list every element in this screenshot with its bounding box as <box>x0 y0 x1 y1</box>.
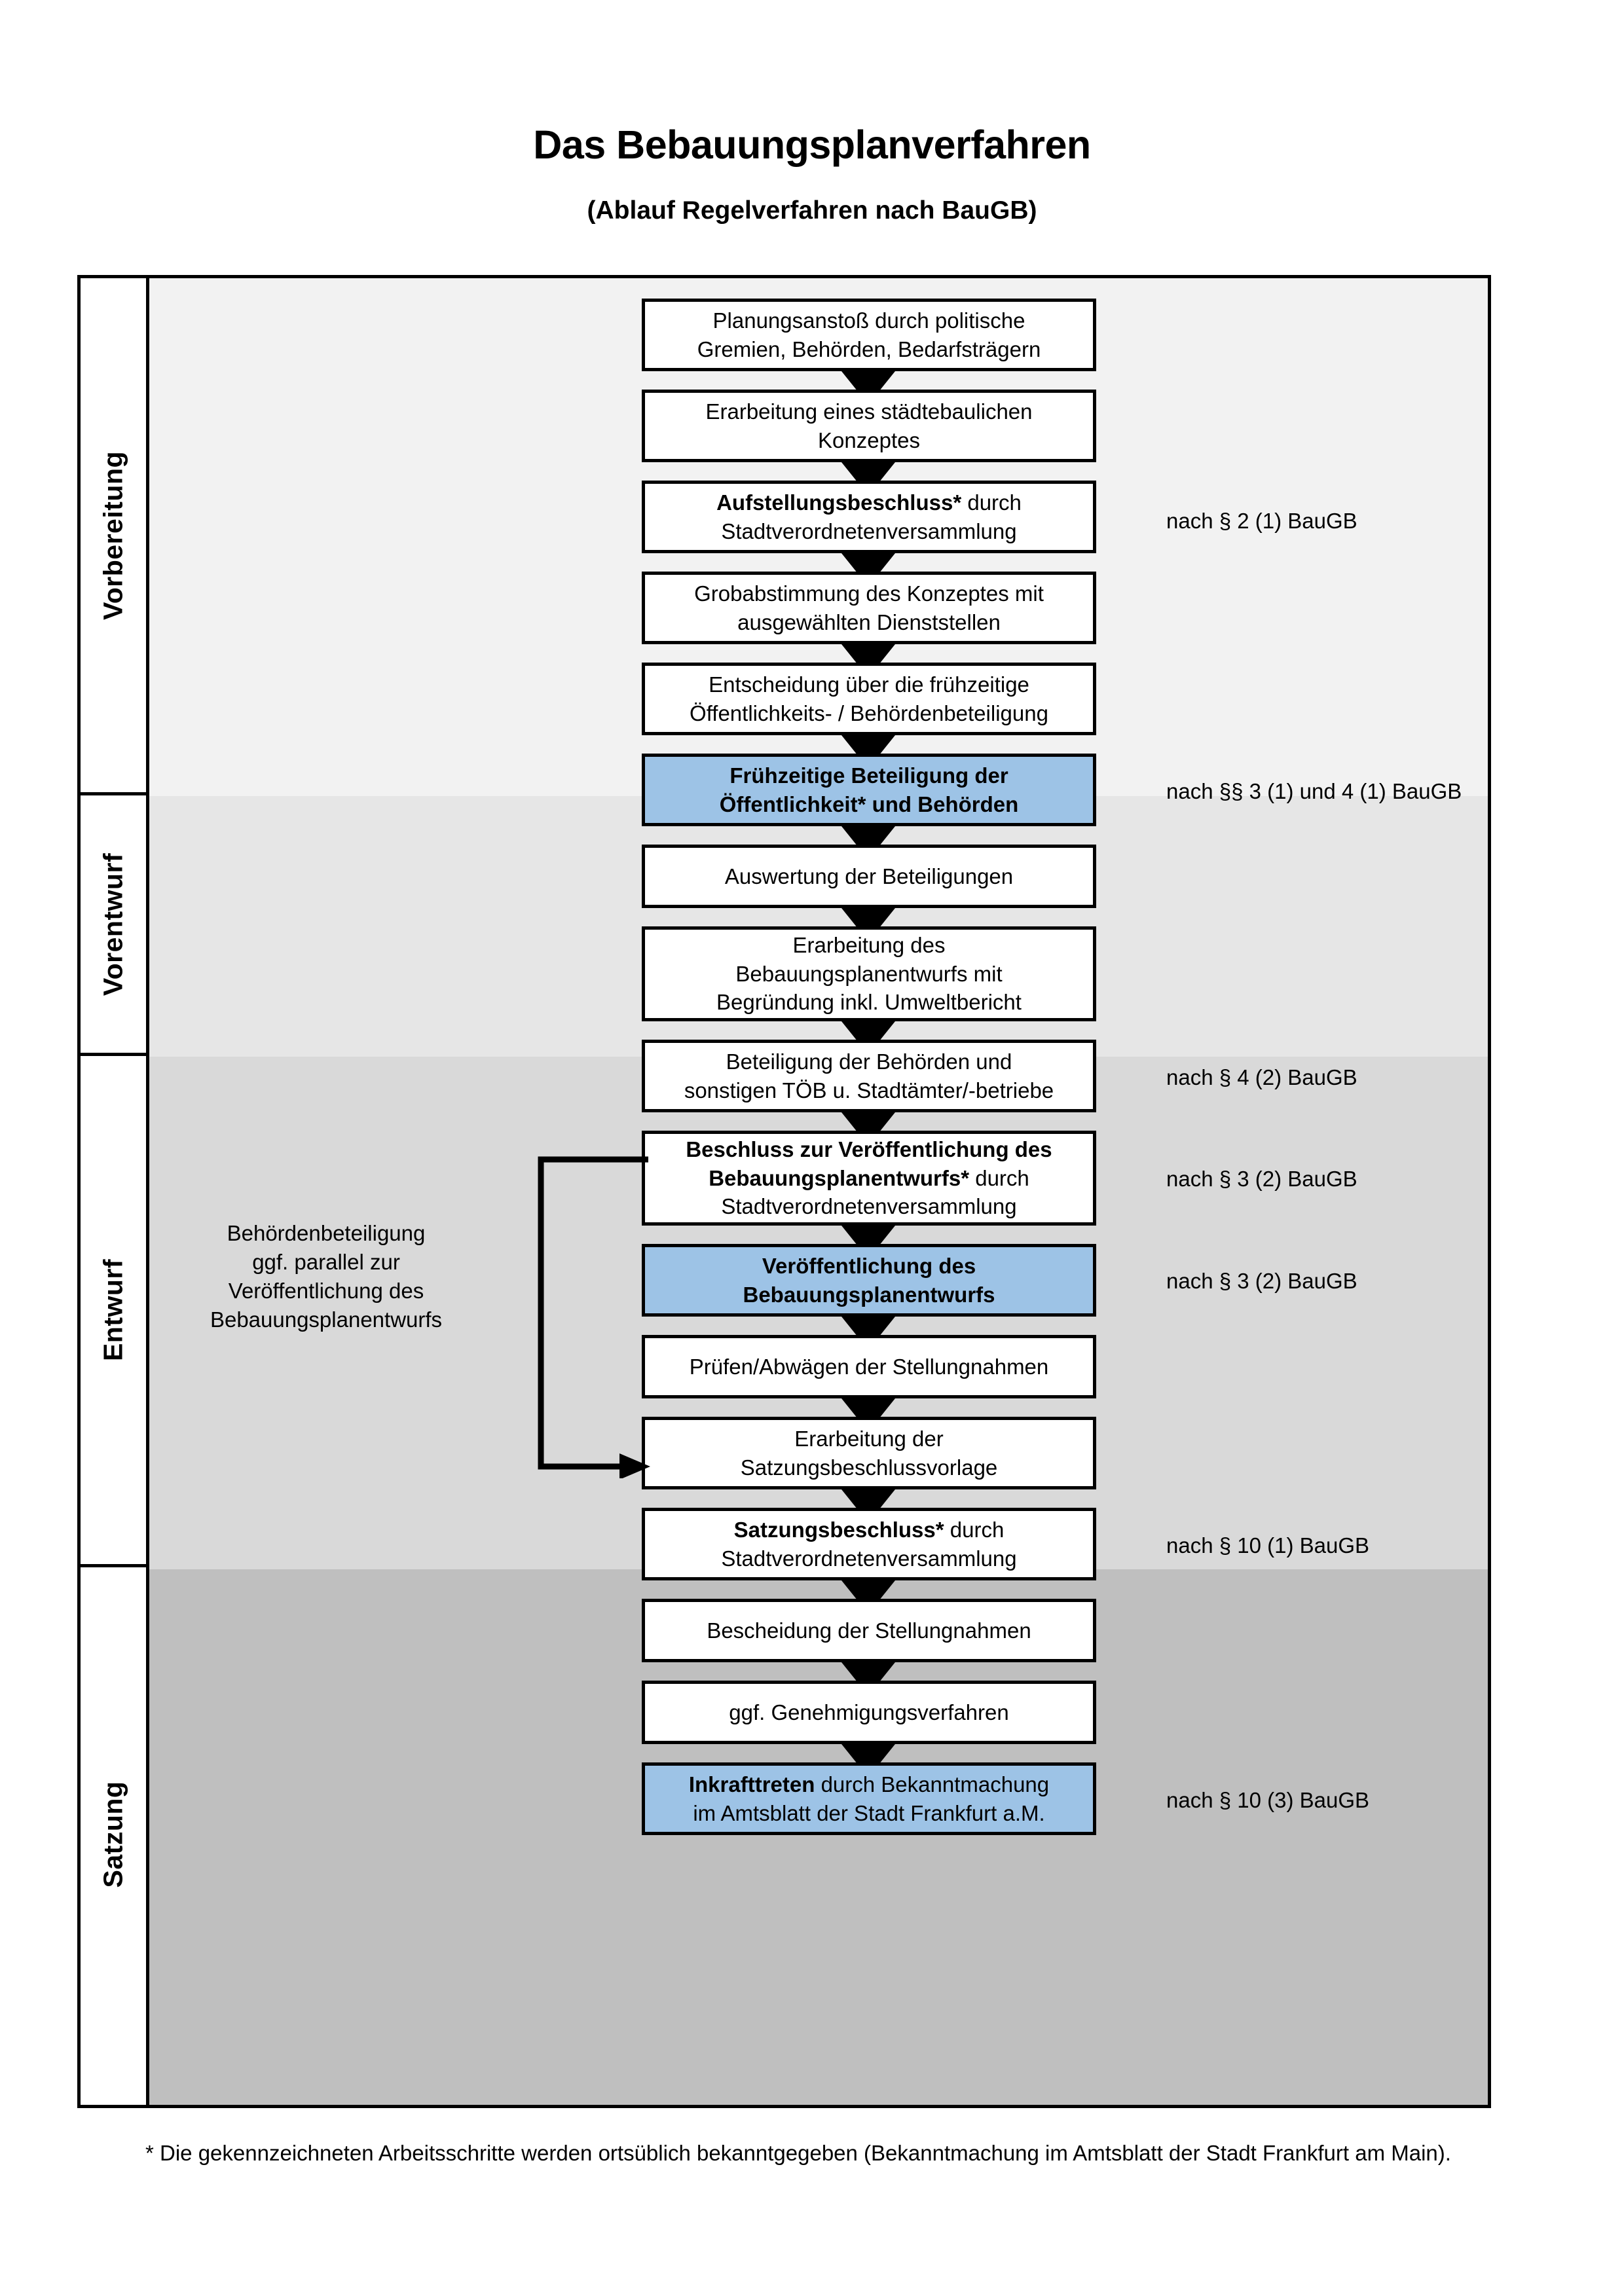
document-header: Das Bebauungsplanverfahren (Ablauf Regel… <box>0 0 1624 225</box>
process-box-auswertung-beteiligungen[interactable]: Auswertung der Beteiligungen <box>642 845 1096 908</box>
process-box-inkrafttreten[interactable]: Inkrafttreten durch Bekanntmachung im Am… <box>642 1762 1096 1835</box>
box-line: Erarbeitung des <box>792 932 946 957</box>
box-line: Stadtverordnetenversammlung <box>721 1194 1017 1219</box>
box-line-bold: Bebauungsplanentwurfs* <box>709 1165 970 1190</box>
box-line: Stadtverordnetenversammlung <box>721 519 1017 543</box>
phase-cell-satzung: Satzung <box>81 1567 146 2102</box>
diagram-content-area: Behördenbeteiligung ggf. parallel zur Ve… <box>149 278 1488 2105</box>
phase-label-satzung: Satzung <box>98 1781 128 1888</box>
box-line-bold: Veröffentlichung des <box>762 1253 976 1278</box>
box-line: durch <box>969 1165 1029 1190</box>
box-line-bold: Bebauungsplanentwurfs <box>743 1282 995 1307</box>
legal-note-par4-2: nach § 4 (2) BauGB <box>1166 1065 1357 1089</box>
box-line-bold: Frühzeitige Beteiligung der <box>729 763 1008 788</box>
legal-note-par3-4-1: nach §§ 3 (1) und 4 (1) BauGB <box>1166 779 1462 803</box>
process-box-erarbeitung-satzungsbeschlussvorlage[interactable]: Erarbeitung der Satzungsbeschlussvorlage <box>642 1417 1096 1489</box>
box-line: Grobabstimmung des Konzeptes mit <box>694 581 1044 606</box>
process-box-erarbeitung-bebauungsplanentwurf[interactable]: Erarbeitung des Bebauungsplanentwurfs mi… <box>642 926 1096 1021</box>
box-line: Bebauungsplanentwurfs mit <box>735 961 1003 986</box>
box-line: Erarbeitung der <box>794 1426 944 1451</box>
box-line: Bescheidung der Stellungnahmen <box>707 1618 1031 1643</box>
process-box-satzungsbeschluss[interactable]: Satzungsbeschluss* durch Stadtverordnete… <box>642 1508 1096 1580</box>
box-line: durch Bekanntmachung <box>815 1772 1050 1796</box>
legal-note-par3-2-a: nach § 3 (2) BauGB <box>1166 1167 1357 1191</box>
phase-label-entwurf: Entwurf <box>98 1258 128 1362</box>
legal-note-par2-1: nach § 2 (1) BauGB <box>1166 509 1357 533</box>
box-line: Konzeptes <box>818 428 920 452</box>
legal-note-par10-3: nach § 10 (3) BauGB <box>1166 1788 1370 1812</box>
process-box-beteiligung-behoerden-toeb[interactable]: Beteiligung der Behörden und sonstigen T… <box>642 1040 1096 1112</box>
box-line: Planungsanstoß durch politische <box>712 308 1025 333</box>
box-line-bold: Aufstellungsbeschluss* <box>716 490 962 515</box>
process-box-grobabstimmung[interactable]: Grobabstimmung des Konzeptes mit ausgewä… <box>642 572 1096 644</box>
box-line: Begründung inkl. Umweltbericht <box>716 990 1022 1015</box>
box-line-bold: Satzungsbeschluss* <box>733 1517 944 1542</box>
legal-note-par3-2-b: nach § 3 (2) BauGB <box>1166 1269 1357 1293</box>
phase-label-vorbereitung: Vorbereitung <box>98 450 128 620</box>
page-subtitle: (Ablauf Regelverfahren nach BauGB) <box>587 196 1037 225</box>
box-line: Stadtverordnetenversammlung <box>721 1546 1017 1571</box>
phase-cell-entwurf: Entwurf <box>81 1056 146 1567</box>
box-line: durch <box>961 490 1022 515</box>
process-flow-diagram: Vorbereitung Vorentwurf Entwurf Satzung … <box>77 275 1491 2108</box>
box-line: im Amtsblatt der Stadt Frankfurt a.M. <box>693 1800 1045 1825</box>
side-annotation-line: Behördenbeteiligung <box>227 1221 426 1245</box>
box-line: Auswertung der Beteiligungen <box>724 864 1014 888</box>
process-box-aufstellungsbeschluss[interactable]: Aufstellungsbeschluss* durch Stadtverord… <box>642 481 1096 553</box>
box-line: Gremien, Behörden, Bedarfsträgern <box>697 337 1041 361</box>
phase-rail: Vorbereitung Vorentwurf Entwurf Satzung <box>81 278 149 2105</box>
process-box-bescheidung-stellungnahmen[interactable]: Bescheidung der Stellungnahmen <box>642 1599 1096 1662</box>
footnote: * Die gekennzeichneten Arbeitsschritte w… <box>145 2141 1451 2165</box>
process-box-entscheidung-fruehzeitige-beteiligung[interactable]: Entscheidung über die frühzeitige Öffent… <box>642 663 1096 735</box>
process-box-beschluss-veroeffentlichung[interactable]: Beschluss zur Veröffentlichung des Bebau… <box>642 1131 1096 1226</box>
phase-cell-vorbereitung: Vorbereitung <box>81 278 146 795</box>
side-annotation-line: ggf. parallel zur <box>252 1249 400 1274</box>
box-line: Öffentlichkeits- / Behördenbeteiligung <box>690 701 1048 725</box>
box-line: Prüfen/Abwägen der Stellungnahmen <box>689 1354 1049 1379</box>
box-line: Satzungsbeschlussvorlage <box>740 1455 998 1480</box>
box-line: ggf. Genehmigungsverfahren <box>729 1700 1009 1724</box>
box-line: durch <box>944 1517 1005 1542</box>
process-box-planungsanstoss[interactable]: Planungsanstoß durch politische Gremien,… <box>642 299 1096 371</box>
phase-cell-vorentwurf: Vorentwurf <box>81 795 146 1056</box>
process-box-fruehzeitige-beteiligung[interactable]: Frühzeitige Beteiligung der Öffentlichke… <box>642 754 1096 826</box>
process-box-staedtebauliches-konzept[interactable]: Erarbeitung eines städtebaulichen Konzep… <box>642 390 1096 462</box>
process-box-pruefen-abwaegen[interactable]: Prüfen/Abwägen der Stellungnahmen <box>642 1335 1096 1398</box>
box-line: Entscheidung über die frühzeitige <box>709 672 1029 697</box>
side-annotation-line: Veröffentlichung des <box>228 1278 424 1303</box>
box-line: Beteiligung der Behörden und <box>726 1049 1012 1074</box>
phase-label-vorentwurf: Vorentwurf <box>98 852 128 996</box>
parallel-path-connector <box>538 1156 650 1478</box>
page-title: Das Bebauungsplanverfahren <box>533 122 1091 167</box>
box-line-bold: Inkrafttreten <box>688 1772 815 1796</box>
box-line-bold: Öffentlichkeit* und Behörden <box>719 792 1019 816</box>
box-line-bold: Beschluss zur Veröffentlichung des <box>686 1137 1052 1161</box>
box-line: sonstigen TÖB u. Stadtämter/-betriebe <box>684 1078 1054 1102</box>
side-annotation-line: Bebauungsplanentwurfs <box>210 1307 443 1332</box>
box-line: ausgewählten Dienststellen <box>737 610 1001 634</box>
process-box-veroeffentlichung-entwurf[interactable]: Veröffentlichung des Bebauungsplanentwur… <box>642 1244 1096 1317</box>
legal-note-par10-1: nach § 10 (1) BauGB <box>1166 1533 1370 1558</box>
process-box-genehmigungsverfahren[interactable]: ggf. Genehmigungsverfahren <box>642 1681 1096 1744</box>
box-line: Erarbeitung eines städtebaulichen <box>705 399 1033 424</box>
side-annotation-behoerdenbeteiligung: Behördenbeteiligung ggf. parallel zur Ve… <box>189 1219 464 1334</box>
